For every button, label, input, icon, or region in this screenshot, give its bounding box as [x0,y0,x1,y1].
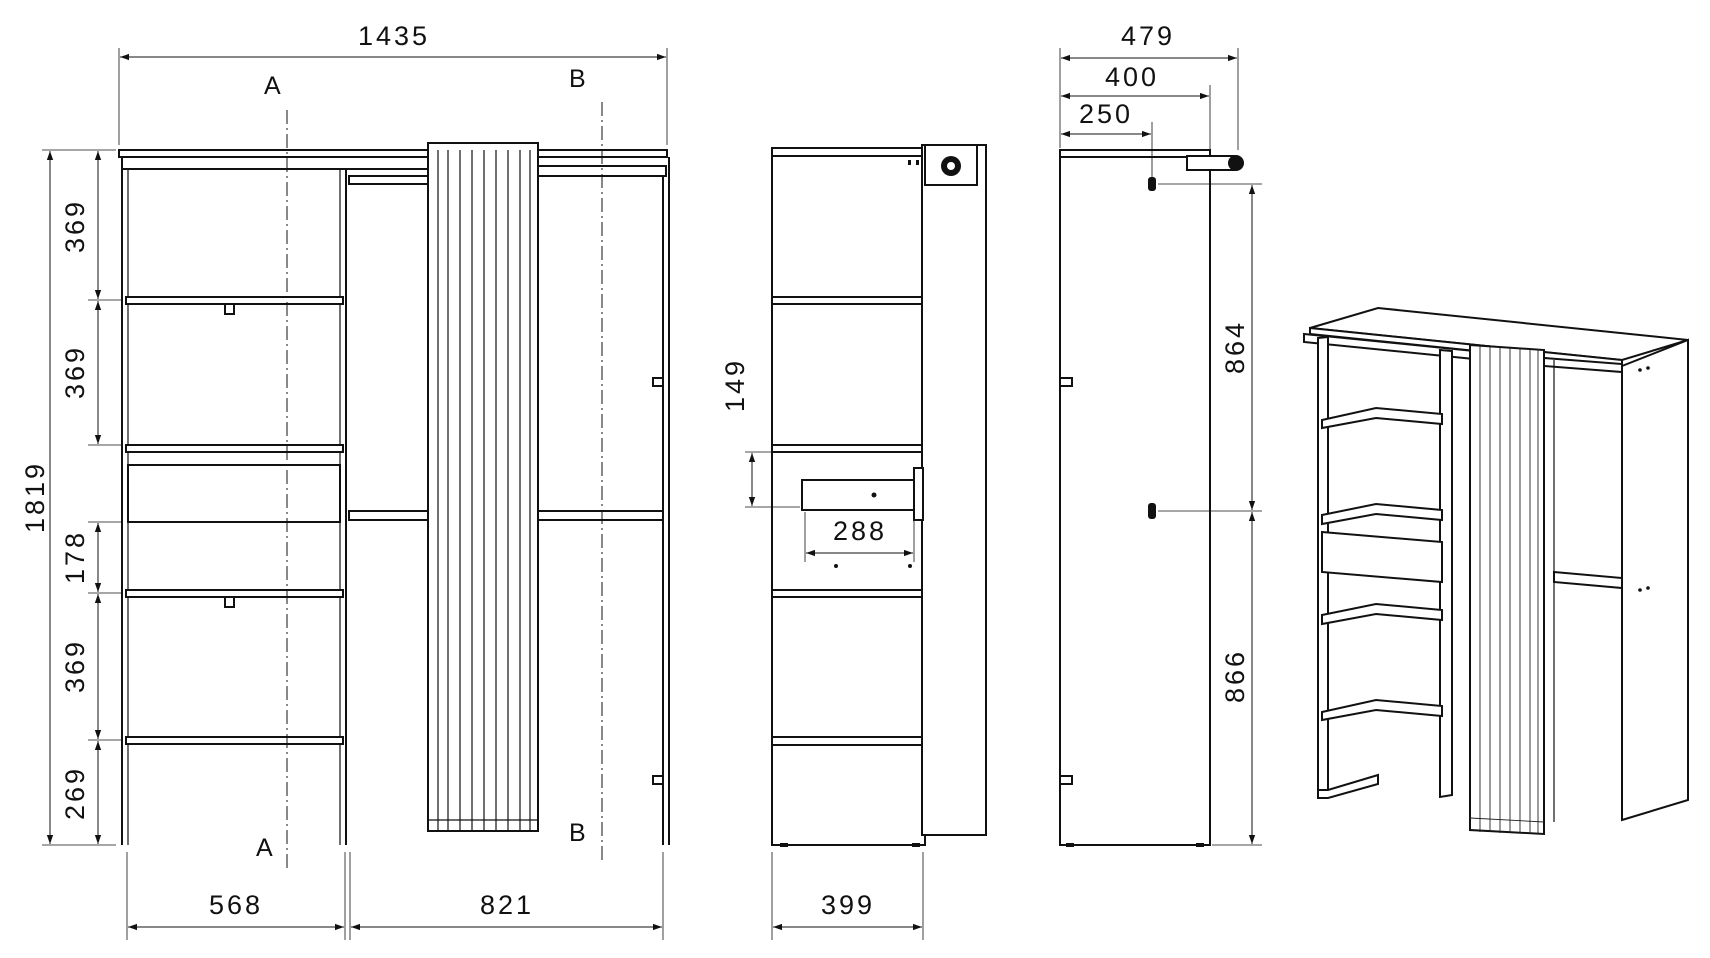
dimension-cabinet-depth: 399 [771,852,924,940]
iso-shelf [1321,602,1443,626]
rail-bracket [1186,155,1236,171]
section-b-view: 479 400 250 864 866 [1059,21,1262,847]
iso-curtain [1469,343,1545,836]
isometric-view [1303,306,1689,836]
shelf [348,510,430,521]
rail-end-cap [1228,155,1244,171]
curtain-side [921,144,987,836]
shelf [771,296,923,305]
drawer-height-149-label: 149 [720,358,750,412]
shelf [771,736,923,746]
depth-400-label: 400 [1105,62,1159,92]
upper-height-864-label: 864 [1220,320,1250,374]
overall-width-label: 1435 [358,21,430,51]
dimension-drawer-depth: 288 [804,512,915,562]
dimension-heights: 864 866 [1158,183,1262,846]
overall-height-label: 1819 [20,461,50,533]
left-width-label: 568 [209,890,263,920]
shelf-spacing-3-label: 369 [60,639,90,693]
shelf-spacing-2-label: 369 [60,345,90,399]
drawer-height-label: 178 [60,530,90,584]
drawer [801,479,915,511]
depth-250-label: 250 [1079,99,1133,129]
shelf [125,736,344,745]
dimension-drawer-height: 149 [720,358,800,508]
dimension-bottom-widths: 568 821 [126,852,664,940]
right-width-label: 821 [480,890,534,920]
shelf [125,589,344,598]
iso-drawer [1321,530,1443,584]
cabinet-depth-399-label: 399 [821,890,875,920]
iso-shelf [1321,502,1443,526]
iso-shelf [1553,570,1623,590]
left-section [121,156,429,845]
shelf [125,296,344,305]
depth-479-label: 479 [1121,21,1175,51]
lower-height-866-label: 866 [1220,649,1250,703]
dimension-depths: 479 400 250 [1059,21,1239,178]
dimension-overall-width: 1435 [118,21,668,145]
shelf [125,444,344,453]
iso-shelf [1321,698,1443,722]
front-view: A A B B 1435 1819 [20,21,670,940]
iso-right-side [1621,338,1689,822]
drawer-depth-288-label: 288 [833,516,887,546]
section-a-view: 149 288 399 [720,144,987,940]
dimension-overall-height: 1819 [20,149,116,846]
shelf [537,510,664,521]
curtain [427,142,539,832]
section-b-bottom-label: B [569,819,586,847]
shelf [771,589,923,598]
section-a-top-label: A [264,72,281,100]
shelf [771,444,923,453]
dimension-shelf-spacing-chain: 369 369 178 369 269 [60,151,122,844]
iso-shelf [1321,406,1443,430]
shelf-spacing-1-label: 369 [60,199,90,253]
section-a-bottom-label: A [256,834,273,862]
drawer-front [127,464,341,523]
cabinet-side-panel [1059,149,1211,846]
hanging-rail [348,175,430,185]
section-b-top-label: B [569,65,586,93]
bottom-spacing-label: 269 [60,766,90,820]
top-board [118,149,668,158]
